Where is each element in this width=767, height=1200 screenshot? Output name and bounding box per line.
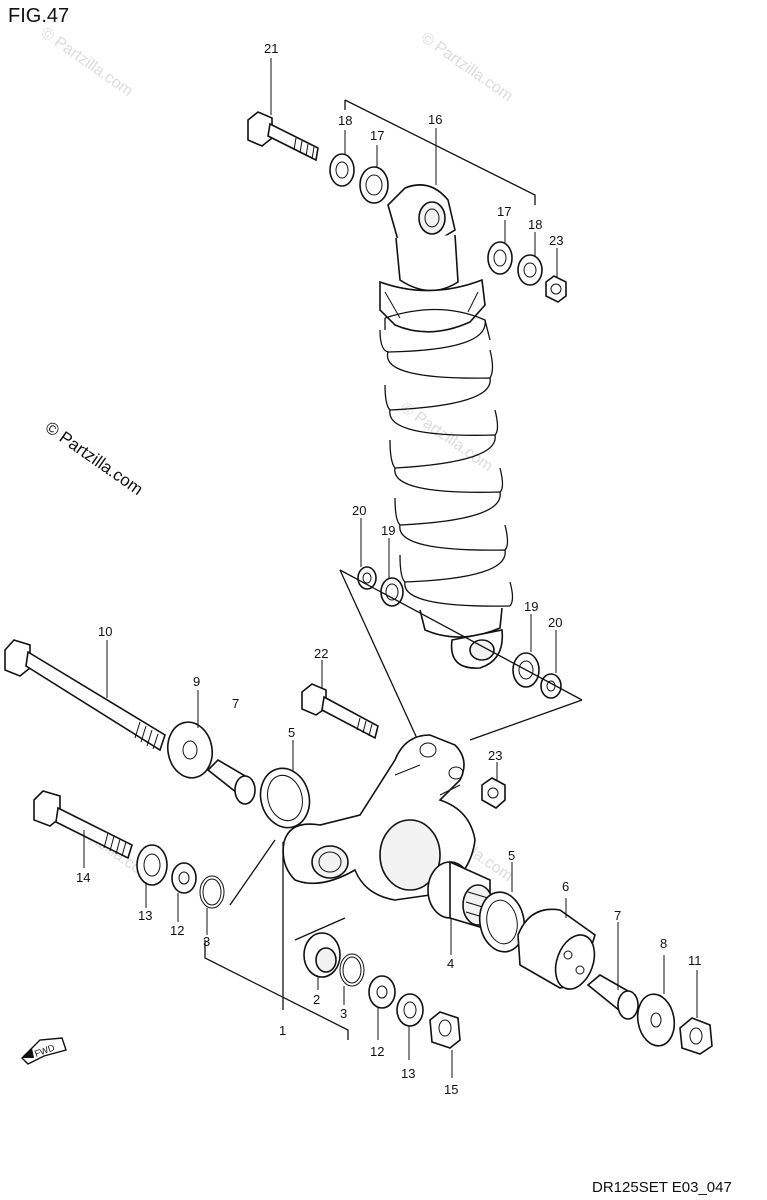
spacer-7-left (206, 758, 256, 805)
callout-16: 16 (428, 112, 442, 127)
nut-23-middle (481, 777, 506, 809)
seal-5-left (259, 767, 311, 829)
circlip-3-left (199, 875, 225, 909)
callout-19-left: 19 (381, 523, 395, 538)
callout-14: 14 (76, 870, 90, 885)
seal-13-bottom (396, 993, 424, 1027)
bearing-2 (303, 932, 341, 978)
callout-17-right: 17 (497, 204, 511, 219)
callout-6: 6 (562, 879, 569, 894)
watermark-middle: © Partzilla.com (398, 399, 496, 475)
spacer-6 (517, 908, 596, 990)
callout-3-left: 3 (203, 934, 210, 949)
callout-20-right: 20 (548, 615, 562, 630)
callout-17-top: 17 (370, 128, 384, 143)
callout-2: 2 (313, 992, 320, 1007)
callout-13-left: 13 (138, 908, 152, 923)
washer-20-right (540, 673, 562, 699)
callout-7-right: 7 (614, 908, 621, 923)
callout-5-right: 5 (508, 848, 515, 863)
assembly-line-left (229, 839, 284, 1010)
washer-8 (636, 993, 676, 1047)
callout-3-bottom: 3 (340, 1006, 347, 1021)
shock-absorber (379, 184, 514, 669)
callout-19-right: 19 (524, 599, 538, 614)
callout-11: 11 (688, 953, 702, 968)
figure-title: FIG.47 (8, 5, 69, 27)
washer-12-bottom (368, 975, 396, 1009)
assembly-line-bottom (204, 917, 349, 1040)
bolt-21 (247, 111, 319, 162)
spacer-7-right (586, 974, 639, 1020)
seal-5-right (478, 891, 526, 953)
circlip-3-bottom (339, 953, 365, 987)
callout-12-left: 12 (170, 923, 184, 938)
washer-18-top (329, 153, 355, 187)
callout-21: 21 (264, 41, 278, 56)
bolt-10 (4, 639, 166, 752)
callout-7-left: 7 (232, 696, 239, 711)
callout-18-top: 18 (338, 113, 352, 128)
callout-9: 9 (193, 674, 200, 689)
washer-12-left (171, 862, 197, 894)
callout-15: 15 (444, 1082, 458, 1097)
callout-8: 8 (660, 936, 667, 951)
watermark-top-right: © Partzilla.com (418, 29, 516, 105)
bolt-22 (301, 683, 379, 740)
figure-code: DR125SET E03_047 (592, 1179, 732, 1196)
callout-5-left: 5 (288, 725, 295, 740)
leader-lines (83, 58, 698, 1078)
callout-18-right: 18 (528, 217, 542, 232)
watermark-top-left: © Partzilla.com (38, 24, 136, 100)
callout-23-middle: 23 (488, 748, 502, 763)
bolt-14 (33, 790, 133, 860)
nut-23-top (545, 275, 567, 303)
cushion-lever-1 (282, 734, 476, 901)
washer-18-right (517, 254, 543, 286)
nut-15 (429, 1011, 461, 1049)
assembly-line-top (344, 99, 536, 205)
callout-1: 1 (279, 1023, 286, 1038)
seal-17-right (487, 241, 513, 275)
callout-20-left: 20 (352, 503, 366, 518)
washer-9 (166, 721, 214, 779)
washer-20-left (357, 566, 377, 590)
callout-4: 4 (447, 956, 454, 971)
seal-13-left (136, 844, 168, 886)
callout-10: 10 (98, 624, 112, 639)
assembly-line-shock-bottom (339, 569, 583, 746)
callout-12-bottom: 12 (370, 1044, 384, 1059)
callout-22: 22 (314, 646, 328, 661)
fwd-arrow-icon: FWD (21, 1037, 67, 1065)
callout-23-top: 23 (549, 233, 563, 248)
nut-11 (679, 1017, 713, 1055)
watermark-main: © Partzilla.com (42, 418, 147, 499)
seal-17-top (359, 166, 389, 204)
callout-13-bottom: 13 (401, 1066, 415, 1081)
